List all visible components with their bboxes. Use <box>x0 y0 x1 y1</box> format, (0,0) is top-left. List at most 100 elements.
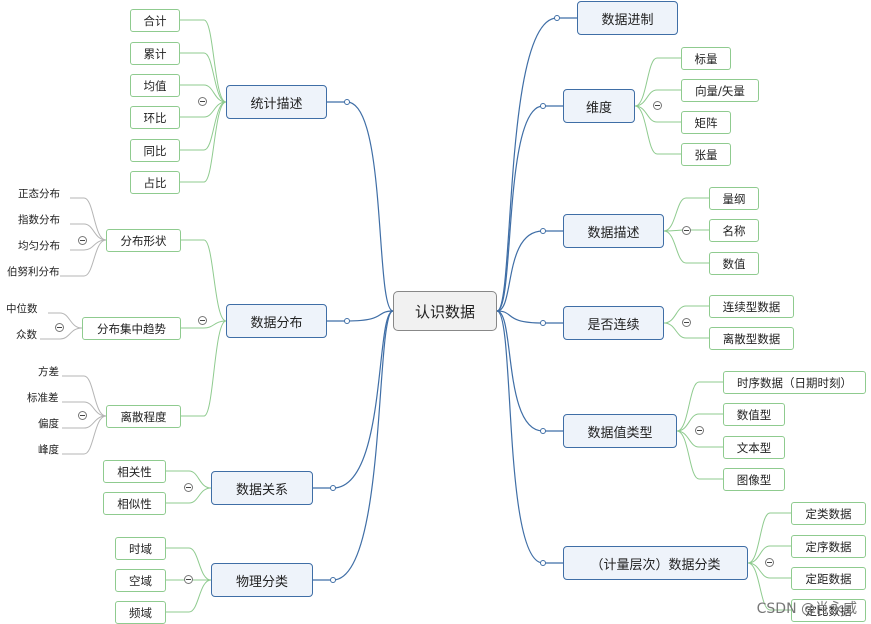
edge-root-left-0 <box>327 101 394 312</box>
leaf-fangcha[interactable]: 方差 <box>38 366 59 378</box>
edge-fenlei-3 <box>747 562 791 611</box>
collapse-toggle-leixing[interactable] <box>695 426 704 435</box>
edge-root-right-3 <box>496 310 563 324</box>
topic-shifou-lianxu[interactable]: 是否连续 <box>563 306 664 340</box>
collapse-toggle-miaoshu[interactable] <box>682 226 691 235</box>
collapse-toggle-wuli[interactable] <box>184 575 193 584</box>
subtopic-heji[interactable]: 合计 <box>130 9 180 32</box>
collapse-toggle-weidu[interactable] <box>653 101 662 110</box>
topic-shuju-fenlei[interactable]: （计量层次）数据分类 <box>563 546 748 580</box>
edge-dot-right-3 <box>540 320 546 326</box>
subtopic-zhangliang[interactable]: 张量 <box>681 143 731 166</box>
leaf-piandu[interactable]: 偏度 <box>38 418 59 430</box>
topic-shuju-guanxi[interactable]: 数据关系 <box>211 471 313 505</box>
subtopic-lisanxing[interactable]: 离散型数据 <box>709 327 794 350</box>
subtopic-zhanbi[interactable]: 占比 <box>130 171 180 194</box>
edge-miaoshu-0 <box>663 197 709 232</box>
subtopic-tongbi[interactable]: 同比 <box>130 139 180 162</box>
subtopic-fenbu-xingzhuang[interactable]: 分布形状 <box>106 229 181 252</box>
subtopic-lianxuxing[interactable]: 连续型数据 <box>709 295 794 318</box>
subtopic-lisan-chengdu[interactable]: 离散程度 <box>106 405 181 428</box>
leaf-fengdu[interactable]: 峰度 <box>38 444 59 456</box>
subtopic-dinglei[interactable]: 定类数据 <box>791 502 866 525</box>
topic-shuju-miaoshu[interactable]: 数据描述 <box>563 214 664 248</box>
subtopic-shuzhi[interactable]: 数值 <box>709 252 759 275</box>
subtopic-shiyu[interactable]: 时域 <box>115 537 166 560</box>
subtopic-leiji[interactable]: 累计 <box>130 42 180 65</box>
edge-xingzhuang-1 <box>70 223 107 241</box>
subtopic-dingju[interactable]: 定距数据 <box>791 567 866 590</box>
edge-fenlei-2 <box>747 562 791 579</box>
edge-leixing-0 <box>676 381 723 432</box>
edge-wuli-0 <box>166 547 212 581</box>
leaf-bonuli-fenbu[interactable]: 伯努利分布 <box>7 266 60 278</box>
edge-lisan-2 <box>62 415 107 429</box>
topic-wuli-fenlei[interactable]: 物理分类 <box>211 563 313 597</box>
edge-root-left-2 <box>313 310 394 489</box>
subtopic-xiangliang[interactable]: 向量/矢量 <box>681 79 759 102</box>
collapse-toggle-jizhong[interactable] <box>55 323 64 332</box>
edge-tongji-0 <box>180 19 227 103</box>
edge-lianxu-0 <box>663 305 709 324</box>
edge-miaoshu-2 <box>663 230 709 264</box>
collapse-toggle-lianxu[interactable] <box>682 318 691 327</box>
edge-tongji-1 <box>180 52 227 103</box>
edge-xingzhuang-2 <box>70 239 107 251</box>
subtopic-biaoliang[interactable]: 标量 <box>681 47 731 70</box>
subtopic-wenbenxing[interactable]: 文本型 <box>723 436 785 459</box>
collapse-toggle-guanxi[interactable] <box>184 483 193 492</box>
collapse-toggle-tongji[interactable] <box>198 97 207 106</box>
edge-tongji-3 <box>180 101 227 118</box>
subtopic-xiangsixing[interactable]: 相似性 <box>103 492 166 515</box>
topic-shuju-jinzhi[interactable]: 数据进制 <box>577 1 678 35</box>
edge-dot-right-1 <box>540 103 546 109</box>
subtopic-junzhi[interactable]: 均值 <box>130 74 180 97</box>
collapse-toggle-xingzhuang[interactable] <box>78 236 87 245</box>
edge-root-right-0 <box>496 17 577 312</box>
edge-root-right-4 <box>496 310 563 432</box>
subtopic-huanbi[interactable]: 环比 <box>130 106 180 129</box>
topic-tongji-miaoshu[interactable]: 统计描述 <box>226 85 327 119</box>
edge-root-right-5 <box>496 310 563 564</box>
leaf-zhongshu[interactable]: 众数 <box>16 329 37 341</box>
edge-dot-right-4 <box>540 428 546 434</box>
edge-lianxu-1 <box>663 322 709 339</box>
subtopic-shixu-shuju[interactable]: 时序数据（日期时刻） <box>723 371 866 394</box>
collapse-toggle-lisan[interactable] <box>78 411 87 420</box>
subtopic-xiangguanxing[interactable]: 相关性 <box>103 460 166 483</box>
topic-weidu[interactable]: 维度 <box>563 89 635 123</box>
edge-root-left-1 <box>327 310 394 322</box>
subtopic-shuzhixing[interactable]: 数值型 <box>723 403 785 426</box>
subtopic-liangGang[interactable]: 量纲 <box>709 187 759 210</box>
subtopic-tuxiangxing[interactable]: 图像型 <box>723 468 785 491</box>
collapse-toggle-fenbu[interactable] <box>198 316 207 325</box>
subtopic-pinyu[interactable]: 频域 <box>115 601 166 624</box>
edge-jizhong-0 <box>48 312 83 329</box>
edge-guanxi-1 <box>166 487 212 504</box>
subtopic-kongyu[interactable]: 空域 <box>115 569 166 592</box>
edge-lisan-3 <box>62 415 107 455</box>
subtopic-mingcheng[interactable]: 名称 <box>709 219 759 242</box>
edge-weidu-0 <box>634 57 681 107</box>
edge-fenlei-1 <box>747 545 791 564</box>
edge-dot-right-2 <box>540 228 546 234</box>
collapse-toggle-fenlei[interactable] <box>765 558 774 567</box>
watermark: CSDN @肖永威 <box>756 601 857 617</box>
subtopic-juzhen[interactable]: 矩阵 <box>681 111 731 134</box>
subtopic-dingbi[interactable]: 定比数据 <box>791 599 866 622</box>
topic-shuju-zhi-leixing[interactable]: 数据值类型 <box>563 414 677 448</box>
leaf-zhishu-fenbu[interactable]: 指数分布 <box>18 214 60 226</box>
topic-shuju-fenbu[interactable]: 数据分布 <box>226 304 327 338</box>
leaf-zhongweishu[interactable]: 中位数 <box>6 303 38 315</box>
edge-leixing-2 <box>676 430 723 448</box>
edge-root-left-3 <box>313 310 394 581</box>
edge-xingzhuang-3 <box>60 239 107 277</box>
root-node[interactable]: 认识数据 <box>393 291 497 331</box>
leaf-biaozhuncha[interactable]: 标准差 <box>27 392 59 404</box>
subtopic-dingxu[interactable]: 定序数据 <box>791 535 866 558</box>
edge-dot-right-0 <box>554 15 560 21</box>
leaf-zhengtai-fenbu[interactable]: 正态分布 <box>18 188 60 200</box>
leaf-junyun-fenbu[interactable]: 均匀分布 <box>18 240 60 252</box>
subtopic-fenbu-jizhong-qushi[interactable]: 分布集中趋势 <box>82 317 181 340</box>
